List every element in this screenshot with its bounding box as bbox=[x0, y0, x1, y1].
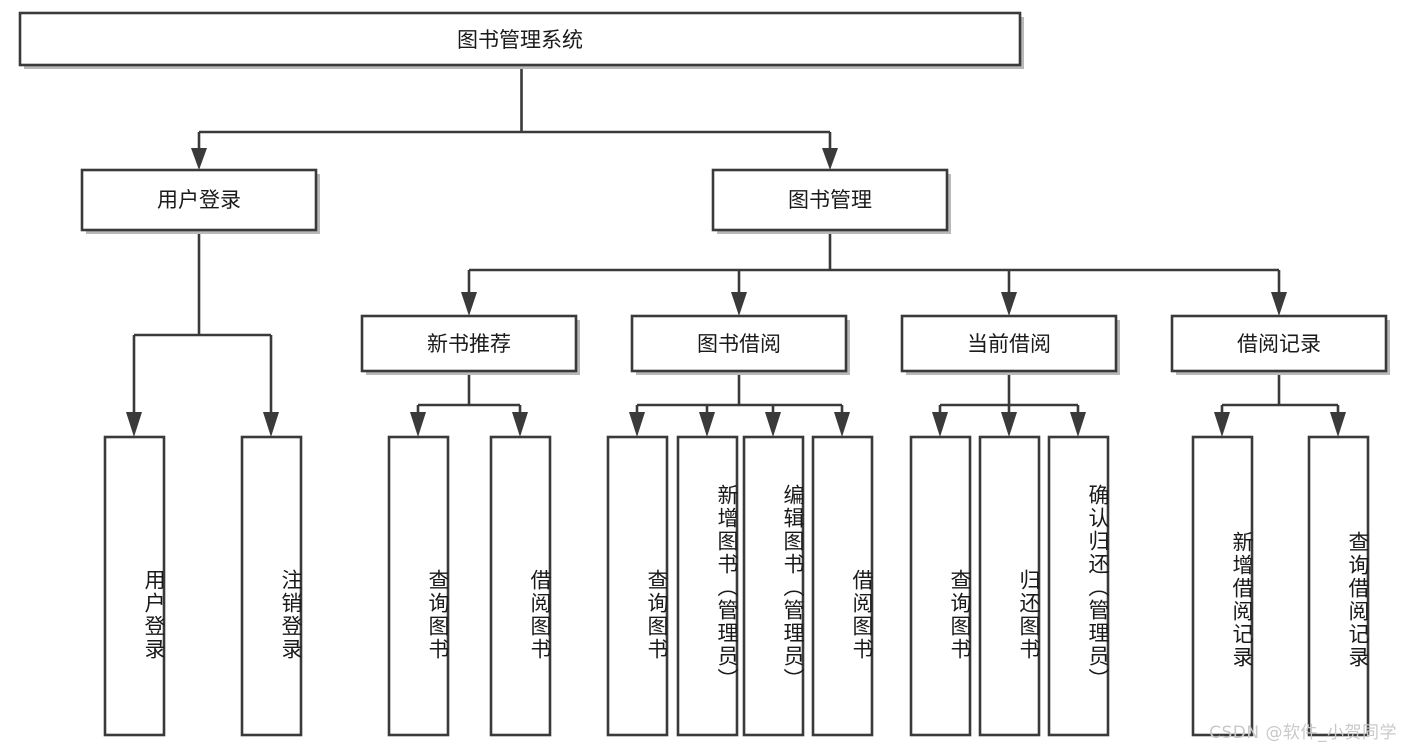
leaf-box-return-book[interactable] bbox=[978, 435, 1041, 737]
leaf-box-borrow-book-1[interactable] bbox=[489, 435, 552, 737]
leaf-boxes bbox=[103, 435, 1370, 737]
arrow-head-new-book-recommend bbox=[461, 292, 477, 316]
arrow-head-book-borrow bbox=[731, 292, 747, 316]
leaf-box-edit-book[interactable] bbox=[742, 435, 805, 737]
node-user-login-label: 用户登录 bbox=[157, 188, 241, 212]
arrow-head-leaf-return-book bbox=[1001, 412, 1017, 437]
node-borrow-record-box[interactable] bbox=[1170, 314, 1388, 373]
node-current-borrow[interactable]: 当前借阅 bbox=[900, 314, 1120, 375]
node-book-manage-label: 图书管理 bbox=[788, 188, 872, 212]
arrow-head-bookmanage bbox=[822, 148, 838, 170]
leaf-box-query-book-3[interactable] bbox=[909, 435, 972, 737]
node-borrow-record-label: 借阅记录 bbox=[1237, 332, 1321, 356]
arrow-head-leaf-borrow-book-2 bbox=[834, 412, 850, 437]
leaf-box-user-logout[interactable] bbox=[240, 435, 303, 737]
arrow-head-borrow-record bbox=[1271, 292, 1287, 316]
leaf-box-add-book[interactable] bbox=[676, 435, 739, 737]
arrow-head-leaf-user-login bbox=[126, 412, 142, 437]
leaf-box-confirm-return[interactable] bbox=[1047, 435, 1110, 737]
arrow-head-current-borrow bbox=[1001, 292, 1017, 316]
node-user-login-box[interactable] bbox=[80, 168, 318, 232]
node-current-borrow-box[interactable] bbox=[900, 314, 1118, 373]
node-root-box[interactable] bbox=[18, 11, 1022, 67]
node-book-borrow-box[interactable] bbox=[630, 314, 848, 373]
connector-group-bookmanage bbox=[461, 233, 1287, 316]
leaf-box-query-book-1[interactable] bbox=[387, 435, 450, 737]
node-user-login[interactable]: 用户登录 bbox=[80, 168, 320, 234]
node-new-book-recommend-label: 新书推荐 bbox=[427, 332, 511, 356]
node-book-manage-box[interactable] bbox=[711, 168, 949, 232]
arrow-head-userlogin bbox=[191, 148, 207, 170]
arrow-head-leaf-user-logout bbox=[263, 412, 279, 437]
node-root[interactable]: 图书管理系统 bbox=[18, 11, 1024, 69]
arrow-head-leaf-confirm-return bbox=[1070, 412, 1086, 437]
connector-group-userlogin bbox=[126, 233, 279, 437]
connector-group-current-borrow bbox=[932, 374, 1086, 437]
arrow-head-leaf-add-book bbox=[699, 412, 715, 437]
arrow-head-leaf-edit-book bbox=[765, 412, 781, 437]
node-book-borrow-label: 图书借阅 bbox=[697, 332, 781, 356]
arrow-head-leaf-query-book-2 bbox=[629, 412, 645, 437]
arrow-head-leaf-borrow-book-1 bbox=[512, 412, 528, 437]
node-borrow-record[interactable]: 借阅记录 bbox=[1170, 314, 1390, 375]
arrow-head-leaf-add-record bbox=[1214, 412, 1230, 437]
leaf-box-query-book-2[interactable] bbox=[606, 435, 669, 737]
node-book-borrow[interactable]: 图书借阅 bbox=[630, 314, 850, 375]
leaf-box-add-record[interactable] bbox=[1191, 435, 1254, 737]
watermark-text: CSDN @软件_小贺同学 bbox=[1209, 723, 1397, 743]
connector-group-new-book-recommend bbox=[410, 374, 528, 437]
node-current-borrow-label: 当前借阅 bbox=[967, 332, 1051, 356]
connector-group-borrow-record bbox=[1214, 374, 1346, 437]
leaf-box-borrow-book-2[interactable] bbox=[811, 435, 874, 737]
leaf-box-query-record[interactable] bbox=[1307, 435, 1370, 737]
connector-group-book-borrow bbox=[629, 374, 850, 437]
leaf-box-user-login[interactable] bbox=[103, 435, 166, 737]
arrow-head-leaf-query-book-1 bbox=[410, 412, 426, 437]
node-book-manage[interactable]: 图书管理 bbox=[711, 168, 951, 234]
node-new-book-recommend-box[interactable] bbox=[360, 314, 578, 373]
arrow-head-leaf-query-book-3 bbox=[932, 412, 948, 437]
node-new-book-recommend[interactable]: 新书推荐 bbox=[360, 314, 580, 375]
node-root-label: 图书管理系统 bbox=[457, 28, 583, 52]
arrow-head-leaf-query-record bbox=[1330, 412, 1346, 437]
connector-group-root bbox=[191, 68, 838, 170]
